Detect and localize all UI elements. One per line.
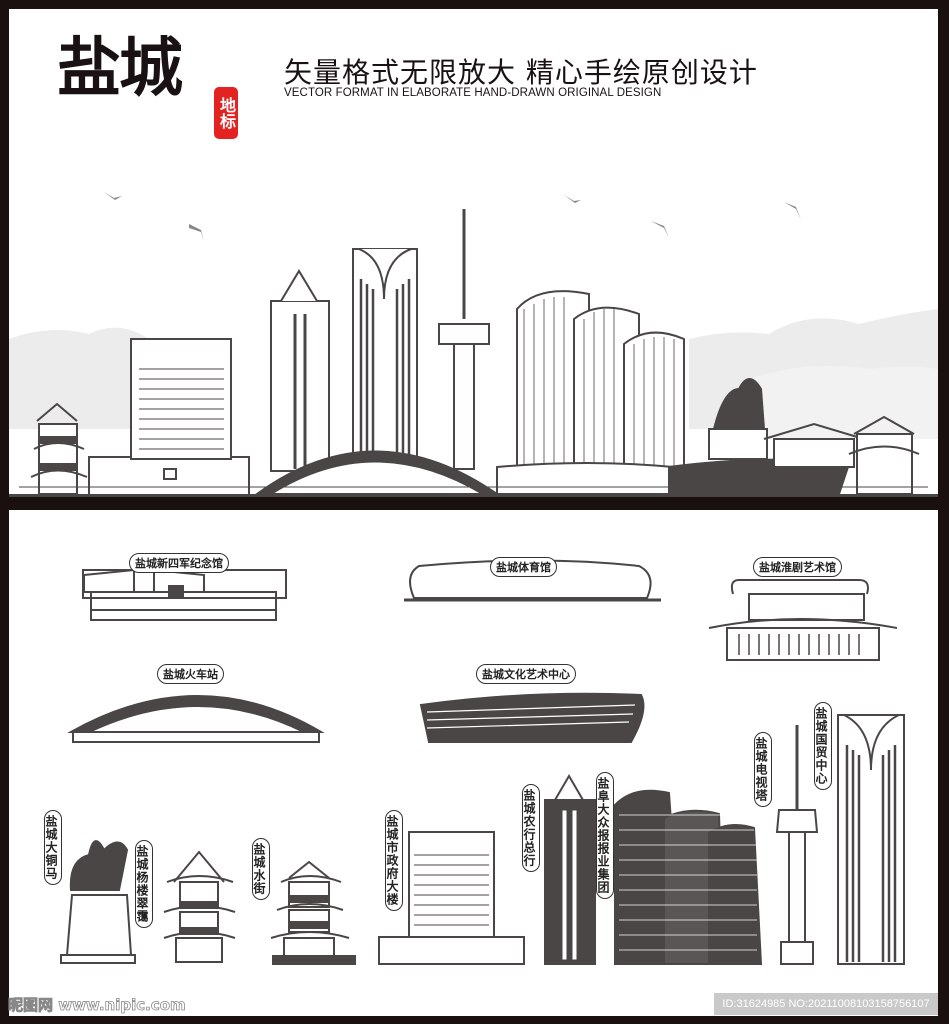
memorial-hall-drawing <box>82 568 287 621</box>
watermark-logo: 昵图网 www.nipic.com <box>8 996 186 1015</box>
city-government-drawing <box>378 831 525 965</box>
label-stadium: 盐城体育馆 <box>490 557 557 577</box>
label-dazhong-group: 盐阜大众报报业集团 <box>596 772 614 899</box>
label-trade-center: 盐城国贸中心 <box>814 702 832 790</box>
label-city-government: 盐城市政府大楼 <box>385 810 403 911</box>
label-agricultural-bank: 盐城农行总行 <box>522 784 540 872</box>
label-railway-station: 盐城火车站 <box>157 664 224 684</box>
landmarks-illustrations <box>60 559 905 965</box>
label-culture-center: 盐城文化艺术中心 <box>476 664 576 684</box>
city-title: 盐城 <box>57 32 183 106</box>
skyline-illustration <box>9 192 938 497</box>
water-street-drawing <box>270 860 356 965</box>
landmark-seal: 地标 <box>214 87 238 139</box>
label-memorial-hall: 盐城新四军纪念馆 <box>129 553 229 573</box>
agricultural-bank-drawing <box>544 774 596 965</box>
tv-tower-drawing <box>775 725 819 965</box>
trade-center-drawing <box>837 714 905 965</box>
image-id-badge: ID:31624985 NO:20211008103158756107 <box>714 993 938 1015</box>
culture-center-drawing <box>419 692 645 743</box>
railway-station-drawing <box>67 695 325 743</box>
dazhong-towers-drawing <box>614 789 763 965</box>
yang-tower-drawing <box>163 850 236 963</box>
label-opera-museum: 盐城淮剧艺术馆 <box>753 557 842 577</box>
opera-museum-drawing <box>708 579 898 661</box>
label-yang-tower: 盐城杨楼翠霭 <box>135 840 153 928</box>
birds <box>104 192 801 242</box>
slogan-english: VECTOR FORMAT IN ELABORATE HAND-DRAWN OR… <box>284 87 662 99</box>
label-water-street: 盐城水街 <box>252 838 270 900</box>
landmarks-panel: 盐城新四军纪念馆 盐城体育馆 盐城淮剧艺术馆 盐城火车站 盐城文化艺术中心 盐城… <box>9 510 938 1016</box>
label-bronze-horse: 盐城大铜马 <box>44 810 62 885</box>
slogan-chinese: 矢量格式无限放大 精心手绘原创设计 <box>284 56 758 89</box>
label-tv-tower: 盐城电视塔 <box>754 732 772 807</box>
skyline-panel: 盐城 地标 矢量格式无限放大 精心手绘原创设计 VECTOR FORMAT IN… <box>9 9 938 497</box>
bronze-horse-drawing <box>60 840 136 964</box>
